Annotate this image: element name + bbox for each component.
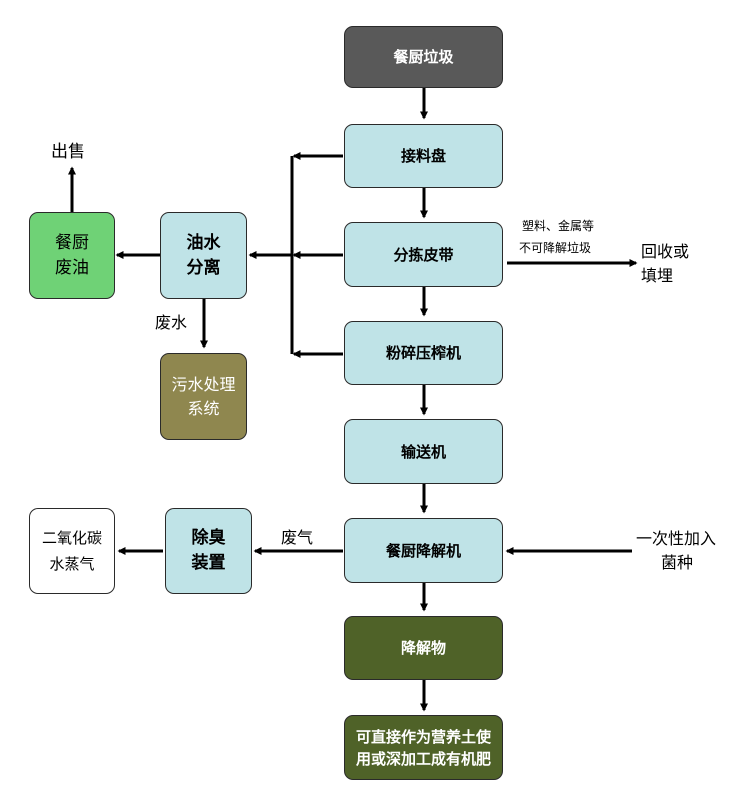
node-sewage-system: 污水处理 系统: [160, 353, 247, 440]
node-deodorizer-line1: 除臭: [191, 528, 226, 548]
node-degradation-product-label: 降解物: [400, 639, 446, 657]
node-degrader: 餐厨降解机: [344, 518, 503, 583]
node-waste-oil-line1: 餐厨: [55, 232, 89, 253]
node-sewage-line1: 污水处理: [171, 374, 236, 394]
node-water-vapor-label: 水蒸气: [49, 555, 95, 573]
node-oil-water-line2: 分离: [186, 257, 221, 278]
node-waste-oil: 餐厨 废油: [29, 212, 115, 299]
node-degradation-product: 降解物: [344, 616, 503, 680]
node-oil-water-line1: 油水: [186, 232, 221, 253]
label-inoculant-line1: 一次性加入: [636, 529, 717, 548]
node-crusher-press-label: 粉碎压榨机: [385, 344, 461, 362]
label-recycle-line1: 回收或: [641, 242, 690, 261]
node-food-waste-label: 餐厨垃圾: [393, 48, 454, 66]
node-sorting-belt-label: 分拣皮带: [393, 245, 454, 264]
node-receiving-tray: 接料盘: [344, 124, 503, 188]
label-nondegradable-line1: 塑料、金属等: [522, 219, 595, 233]
label-inoculant-line2: 菌种: [661, 553, 694, 572]
node-receiving-tray-label: 接料盘: [400, 147, 446, 165]
node-co2-label: 二氧化碳: [41, 529, 102, 547]
label-wastewater: 废水: [155, 313, 188, 332]
node-conveyor-label: 输送机: [400, 442, 446, 461]
label-nondegradable-line2: 不可降解垃圾: [519, 241, 592, 255]
node-final-use-line2: 用或深加工成有机肥: [355, 749, 491, 768]
label-sale: 出售: [51, 142, 85, 162]
node-food-waste: 餐厨垃圾: [344, 26, 503, 88]
node-deodorizer: 除臭 装置: [165, 508, 252, 594]
node-deodorizer-line2: 装置: [191, 553, 226, 573]
node-crusher-press: 粉碎压榨机: [344, 321, 503, 385]
node-degrader-label: 餐厨降解机: [385, 541, 461, 560]
node-oil-water-separation: 油水 分离: [160, 212, 247, 299]
node-final-use-line1: 可直接作为营养土使: [355, 727, 491, 746]
label-exhaust: 废气: [281, 528, 314, 547]
label-recycle-line2: 填埋: [641, 266, 674, 285]
node-final-use: 可直接作为营养土使 用或深加工成有机肥: [344, 715, 503, 780]
node-emissions: 二氧化碳 水蒸气: [29, 508, 115, 594]
node-sorting-belt: 分拣皮带: [344, 222, 503, 287]
node-sewage-line2: 系统: [187, 398, 220, 418]
node-waste-oil-line2: 废油: [55, 257, 89, 278]
node-conveyor: 输送机: [344, 419, 503, 484]
